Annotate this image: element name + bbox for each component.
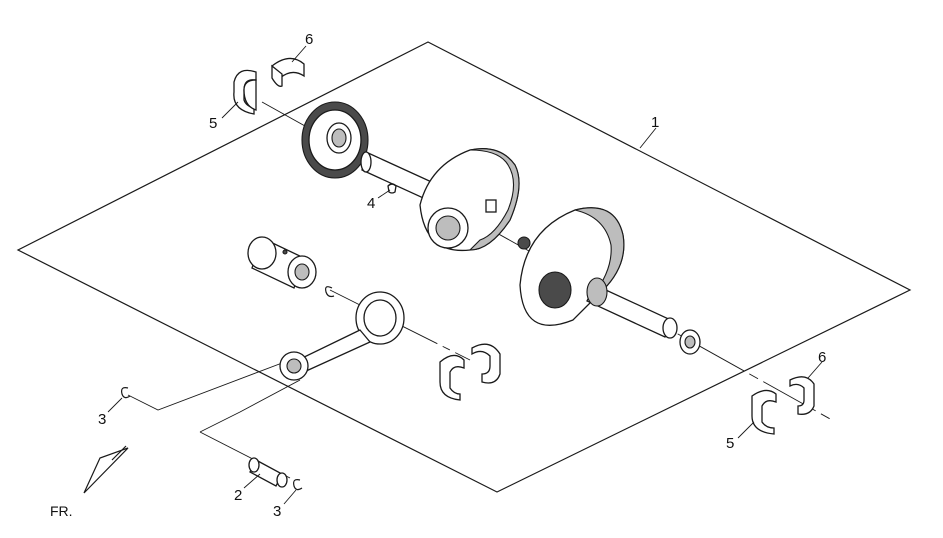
bearing-shell-6-bottom bbox=[789, 376, 815, 415]
bearing-shell-5-top bbox=[233, 69, 257, 115]
bearing-shell-6-top bbox=[271, 57, 305, 87]
rod-bearing-shell-upper bbox=[471, 343, 501, 384]
callout-6b: 6 bbox=[818, 349, 826, 366]
callout-1: 1 bbox=[651, 114, 659, 131]
leader-5a bbox=[221, 101, 239, 119]
leader-2 bbox=[243, 473, 261, 489]
clip-upper bbox=[325, 286, 335, 298]
callout-5a: 5 bbox=[209, 115, 217, 132]
piston-pin-large bbox=[247, 236, 317, 289]
clip-3-bottom bbox=[293, 479, 303, 491]
woodruff-key-4 bbox=[387, 183, 397, 194]
callout-2: 2 bbox=[234, 487, 242, 504]
front-label: FR. bbox=[50, 503, 73, 519]
bearing-shell-5-bottom bbox=[751, 389, 777, 435]
front-direction-arrow bbox=[83, 445, 129, 494]
clip-3-leader-frame bbox=[127, 359, 291, 411]
leader-4 bbox=[377, 189, 391, 199]
callout-5b: 5 bbox=[726, 435, 734, 452]
wrist-pin-2 bbox=[248, 457, 288, 488]
leader-3b bbox=[283, 489, 297, 505]
left-crank-web bbox=[419, 148, 520, 252]
right-crank-shaft bbox=[586, 277, 678, 339]
leader-6a bbox=[291, 45, 307, 63]
leader-1 bbox=[639, 127, 657, 149]
rod-bearing-shell-lower bbox=[439, 354, 465, 401]
seal-washer bbox=[679, 329, 701, 355]
timing-gear bbox=[301, 101, 369, 179]
callout-6a: 6 bbox=[305, 31, 313, 48]
leader-3a bbox=[107, 397, 123, 413]
callout-3b: 3 bbox=[273, 503, 281, 520]
wrist-pin-leader-frame bbox=[199, 379, 301, 433]
crank-pin bbox=[517, 236, 531, 250]
assembly-boundary bbox=[16, 41, 912, 493]
leader-6b bbox=[807, 361, 823, 379]
connecting-rod bbox=[279, 291, 405, 381]
clip-3-left bbox=[121, 387, 131, 399]
callout-4: 4 bbox=[367, 195, 375, 212]
leader-5b bbox=[737, 421, 755, 439]
callout-3a: 3 bbox=[98, 411, 106, 428]
